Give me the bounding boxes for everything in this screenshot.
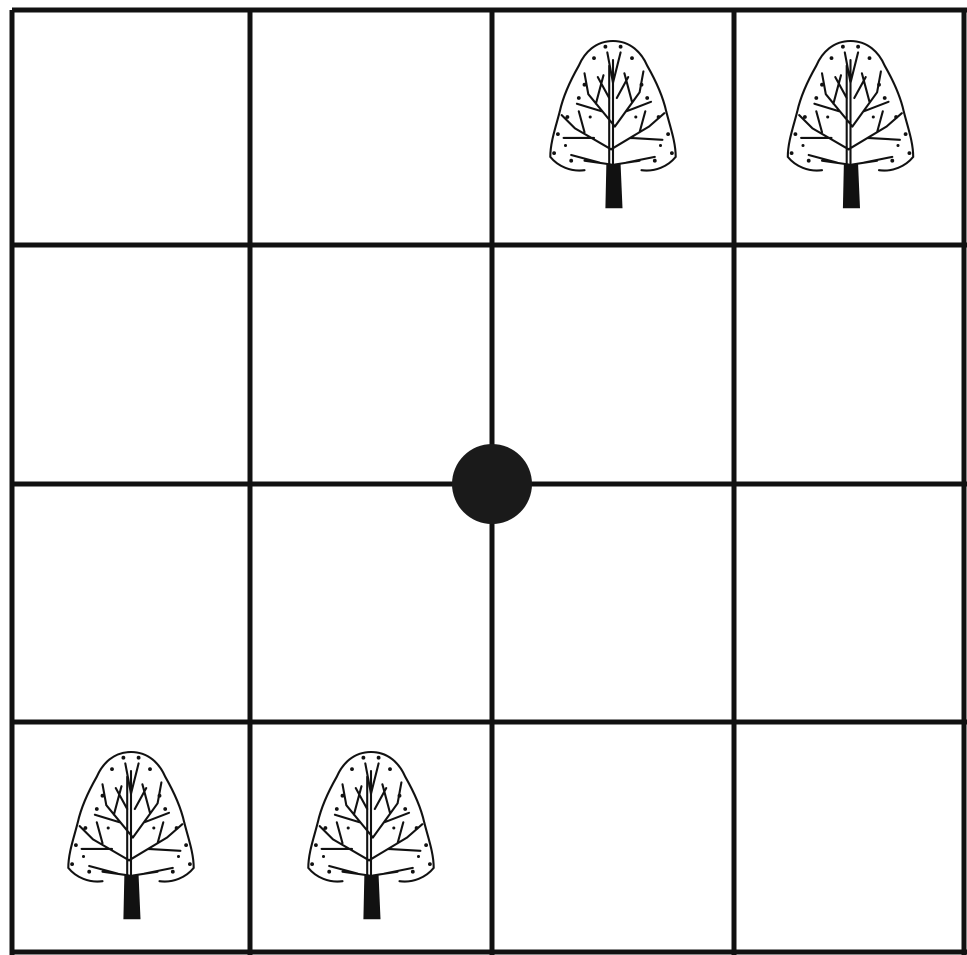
tree-icon (308, 752, 433, 919)
tree-icon (788, 41, 913, 208)
marker-layer (452, 444, 532, 524)
tree-icon (68, 752, 193, 919)
dot-marker (452, 444, 532, 524)
tree-icon (550, 41, 675, 208)
